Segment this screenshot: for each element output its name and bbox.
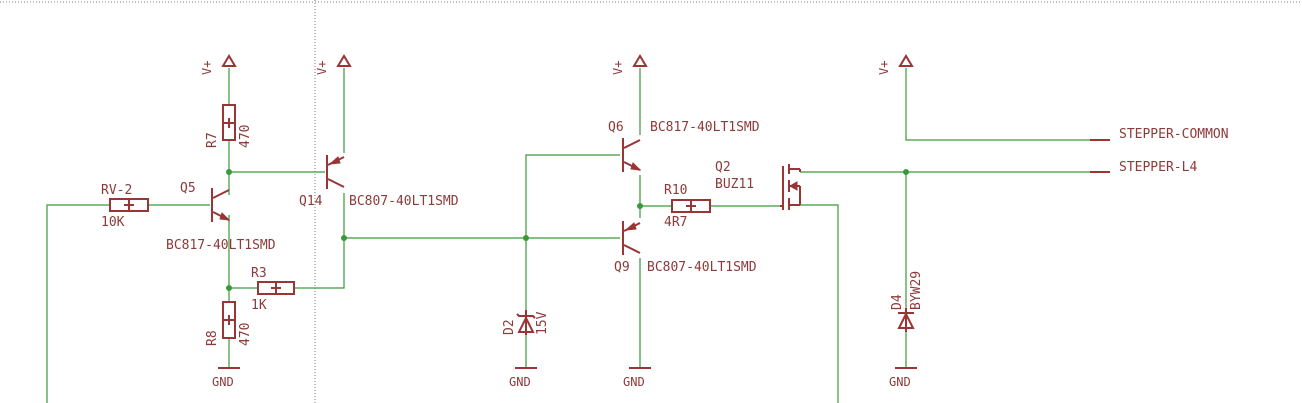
d2-ref: D2	[502, 319, 517, 335]
q9-ref: Q9	[614, 260, 630, 275]
ground-1: GND	[212, 367, 240, 389]
q14-value: BC807-40LT1SMD	[349, 194, 459, 209]
ground-label: GND	[889, 375, 911, 389]
supply-vplus-3: V+	[611, 54, 648, 75]
resistor-r7[interactable]: R7 470	[205, 104, 253, 148]
q6-value: BC817-40LT1SMD	[650, 120, 760, 135]
supply-vplus-1: V+	[200, 54, 237, 75]
transistor-q9[interactable]: Q9 BC807-40LT1SMD	[614, 221, 757, 275]
r10-ref: R10	[664, 183, 687, 198]
q6-ref: Q6	[608, 120, 624, 135]
q5-ref: Q5	[180, 181, 196, 196]
ground-2: GND	[509, 367, 537, 389]
ground-4: GND	[889, 367, 917, 389]
resistor-r10[interactable]: R10 4R7	[664, 183, 711, 230]
q9-value: BC807-40LT1SMD	[647, 260, 757, 275]
ground-3: GND	[623, 367, 651, 389]
r3-ref: R3	[251, 266, 267, 281]
r7-ref: R7	[205, 132, 220, 148]
d2-value: 15V	[535, 311, 550, 335]
resistor-r8[interactable]: R8 470	[205, 301, 253, 346]
q5-value: BC817-40LT1SMD	[166, 238, 276, 253]
supply-label: V+	[200, 61, 214, 75]
wires	[46, 68, 1090, 403]
supply-label: V+	[315, 61, 329, 75]
rv2-ref: RV-2	[101, 183, 132, 198]
q2-value: BUZ11	[715, 177, 754, 192]
transistor-q5[interactable]: Q5 BC817-40LT1SMD	[166, 181, 276, 253]
transistor-q6[interactable]: Q6 BC817-40LT1SMD	[608, 120, 760, 172]
diode-d4[interactable]: D4 BYW29	[890, 271, 924, 332]
ground-label: GND	[509, 375, 531, 389]
r10-value: 4R7	[664, 215, 687, 230]
resistor-rv2[interactable]: RV-2 10K	[101, 183, 149, 230]
r7-value: 470	[238, 125, 253, 148]
connector-stepper-l4[interactable]: STEPPER-L4	[1090, 160, 1197, 175]
stepper-l4-label: STEPPER-L4	[1119, 160, 1197, 175]
supply-label: V+	[611, 61, 625, 75]
supply-label: V+	[877, 61, 891, 75]
transistor-q14[interactable]: Q14 BC807-40LT1SMD	[299, 155, 459, 209]
r8-ref: R8	[205, 330, 220, 346]
ground-label: GND	[212, 375, 234, 389]
r8-value: 470	[238, 323, 253, 346]
junctions	[226, 169, 909, 291]
resistor-r3[interactable]: R3 1K	[251, 266, 295, 313]
supply-vplus-4: V+	[877, 54, 914, 75]
d4-value: BYW29	[909, 271, 924, 310]
stepper-common-label: STEPPER-COMMON	[1119, 127, 1229, 142]
d4-ref: D4	[890, 294, 905, 310]
diode-d2[interactable]: D2 15V	[502, 310, 550, 335]
supply-vplus-2: V+	[315, 54, 352, 75]
connector-stepper-common[interactable]: STEPPER-COMMON	[1090, 127, 1229, 142]
transistor-q2[interactable]: Q2 BUZ11	[715, 160, 801, 210]
r3-value: 1K	[251, 298, 267, 313]
q2-ref: Q2	[715, 160, 731, 175]
q14-ref: Q14	[299, 194, 323, 209]
ground-label: GND	[623, 375, 645, 389]
rv2-value: 10K	[101, 215, 125, 230]
